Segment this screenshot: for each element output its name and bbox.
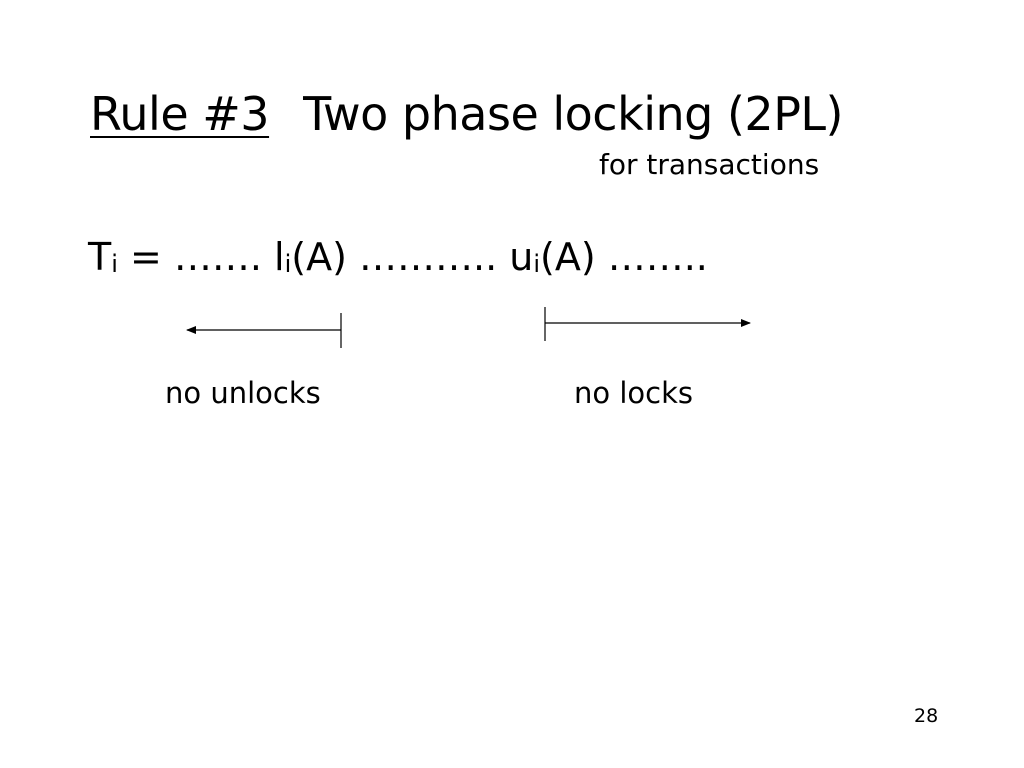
right-arrow	[544, 307, 751, 341]
formula-t-subscript: i	[111, 250, 118, 278]
slide-subtitle: for transactions	[599, 148, 820, 181]
formula-segment-1: = ……. l	[117, 235, 285, 279]
title-text: Two phase locking (2PL)	[303, 87, 844, 141]
left-arrow	[186, 313, 342, 348]
formula-segment-3: (A) ……..	[540, 235, 708, 279]
page-number: 28	[914, 705, 939, 727]
no-locks-label: no locks	[574, 376, 693, 410]
formula-u-subscript: i	[533, 250, 540, 278]
no-unlocks-label: no unlocks	[165, 376, 321, 410]
slide-title: Rule #3 Two phase locking (2PL)	[90, 84, 844, 144]
rule-number: Rule #3	[90, 87, 270, 141]
formula-l-subscript: i	[284, 250, 292, 278]
transaction-formula: Ti = ……. li(A) ……….. ui(A) ……..	[88, 232, 708, 289]
formula-t: T	[88, 235, 112, 279]
formula-segment-2: (A) ……….. u	[291, 235, 534, 279]
